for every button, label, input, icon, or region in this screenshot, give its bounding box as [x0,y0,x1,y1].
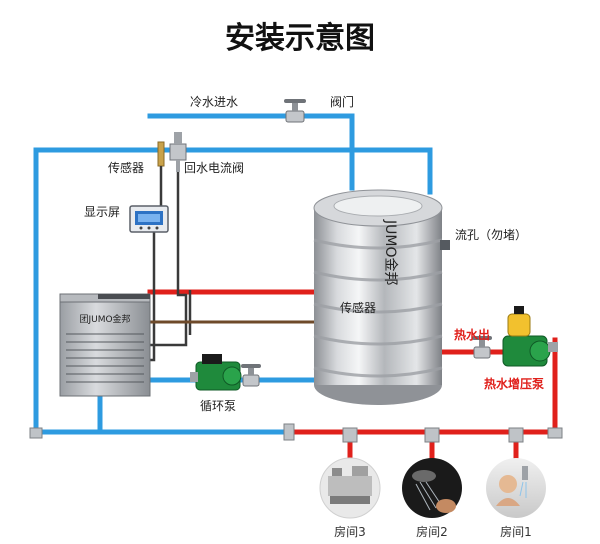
sensor-probe-top [157,141,165,167]
label-return-valve: 回水电流阀 [184,161,244,175]
label-hot-out: 热水出 [454,327,490,342]
circulation-valve [241,364,261,387]
tank-brand-text: JUMO金邦 [382,219,398,285]
label-drain: 流孔（勿堵） [455,228,527,242]
label-circ-pump: 循环泵 [200,399,236,413]
unit-brand-text: 团JUMO金邦 [79,313,130,325]
cold-inlet-valve [284,99,306,123]
display-panel [129,205,169,233]
storage-tank: JUMO金邦 [313,189,450,405]
heat-pump-unit: 团JUMO金邦 [59,293,151,397]
circulation-pump [190,354,242,391]
booster-pump [502,306,558,367]
label-sensor-top: 传感器 [108,160,144,175]
label-room-1: 房间1 [500,524,532,539]
cold-inlet-pipe [147,113,355,191]
label-cold-inlet: 冷水进水 [190,95,238,109]
pipe-fittings [29,423,563,443]
control-wiring [150,166,192,362]
label-room-3: 房间3 [334,524,366,539]
room-1-image [486,458,546,518]
label-display: 显示屏 [84,205,120,219]
hot-outlet-valve [472,336,492,359]
diagram-title: 安装示意图 [225,21,375,56]
label-sensor-tank: 传感器 [340,300,376,315]
label-room-2: 房间2 [416,524,448,539]
return-solenoid-valve [169,132,187,172]
label-booster-pump: 热水增压泵 [484,376,544,391]
room-2-image [402,458,462,518]
label-valve: 阀门 [330,94,354,109]
cold-loop-pipe [33,147,433,435]
room-3-image [319,457,381,519]
